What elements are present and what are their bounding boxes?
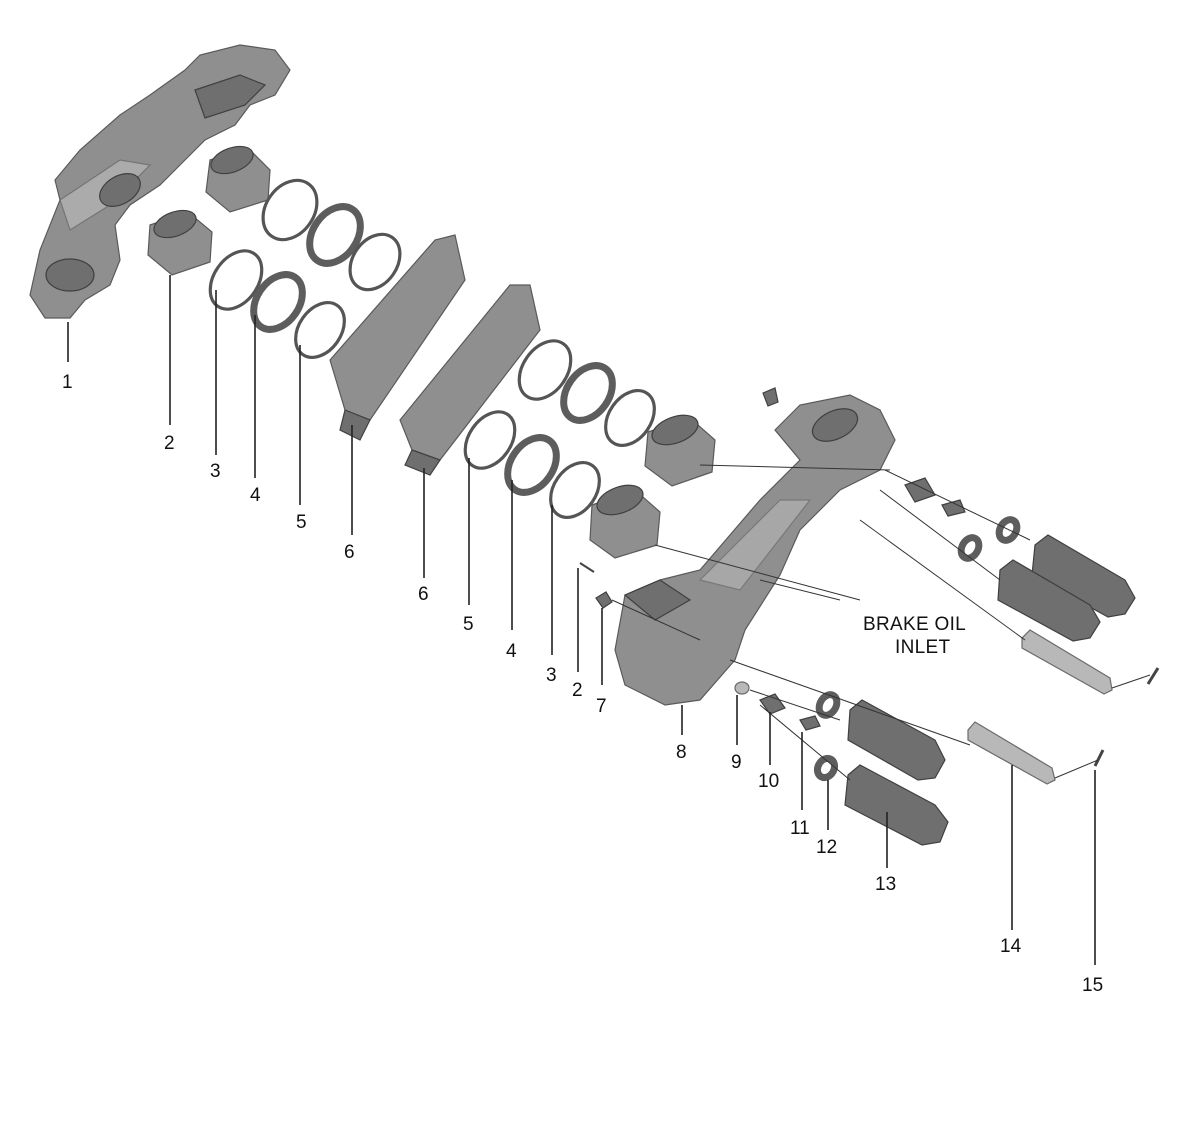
washer-12-upper xyxy=(815,691,841,719)
piston-lower-right xyxy=(589,484,661,559)
seal-ring-group-upper-left xyxy=(261,178,402,292)
pin-upper-right xyxy=(941,499,966,517)
label-2a: 2 xyxy=(164,433,175,454)
pin-11 xyxy=(799,715,821,731)
label-11: 11 xyxy=(790,818,810,839)
piston-upper-right xyxy=(644,414,716,487)
washer-upper-right-a xyxy=(995,516,1021,544)
label-1: 1 xyxy=(62,372,73,393)
leader-lines xyxy=(67,275,1096,965)
label-6b: 6 xyxy=(418,584,429,605)
bolt-13-upper xyxy=(847,699,946,781)
label-3a: 3 xyxy=(210,461,221,482)
part-number-labels: 1 2 3 4 5 6 6 5 4 3 2 7 8 9 10 11 12 13 … xyxy=(62,372,1103,996)
guide-pin-upper-right xyxy=(1021,629,1113,695)
seal-ring-group-lower-right xyxy=(463,410,601,519)
piston-lower-left xyxy=(147,209,213,276)
bushing-upper-right xyxy=(904,477,936,503)
seal-ring-group-lower-left xyxy=(208,249,346,359)
brake-pad-right xyxy=(399,284,541,476)
label-9: 9 xyxy=(731,752,742,773)
label-14: 14 xyxy=(1000,936,1022,957)
label-4b: 4 xyxy=(506,641,517,662)
washer-12-lower xyxy=(813,754,839,782)
bushing-10 xyxy=(759,693,786,715)
label-5b: 5 xyxy=(463,614,474,635)
label-8: 8 xyxy=(676,742,687,763)
bolt-13-lower xyxy=(844,764,949,846)
label-2b: 2 xyxy=(572,680,583,701)
seal-ring-group-upper-right xyxy=(517,339,656,447)
label-6a: 6 xyxy=(344,542,355,563)
cotter-upper-right xyxy=(1146,667,1160,685)
callout-line-2: INLET xyxy=(895,637,950,658)
assembly-axis-lines xyxy=(611,464,1151,781)
label-4a: 4 xyxy=(250,485,261,506)
callout-line-1: BRAKE OIL xyxy=(863,614,966,635)
guide-pin-14-lower xyxy=(967,721,1056,785)
caliper-housing-lower xyxy=(614,394,896,706)
brake-pad-left xyxy=(329,234,466,441)
label-7: 7 xyxy=(596,696,607,717)
caliper-housing-upper xyxy=(29,44,291,319)
top-screw xyxy=(762,387,779,407)
label-3b: 3 xyxy=(546,665,557,686)
small-pin xyxy=(579,562,595,573)
label-5a: 5 xyxy=(296,512,307,533)
label-13: 13 xyxy=(875,874,896,895)
bolt-upper-right-b xyxy=(997,559,1101,642)
bleeder-fitting xyxy=(595,591,613,609)
piston-upper-left xyxy=(205,145,271,213)
label-15: 15 xyxy=(1082,975,1103,996)
washer-9 xyxy=(734,681,750,695)
cotter-15-lower xyxy=(1093,749,1105,767)
label-12: 12 xyxy=(816,837,837,858)
washer-upper-right-b xyxy=(957,534,983,562)
brake-oil-inlet-callout: BRAKE OIL INLET xyxy=(863,614,966,658)
label-10: 10 xyxy=(758,771,779,792)
